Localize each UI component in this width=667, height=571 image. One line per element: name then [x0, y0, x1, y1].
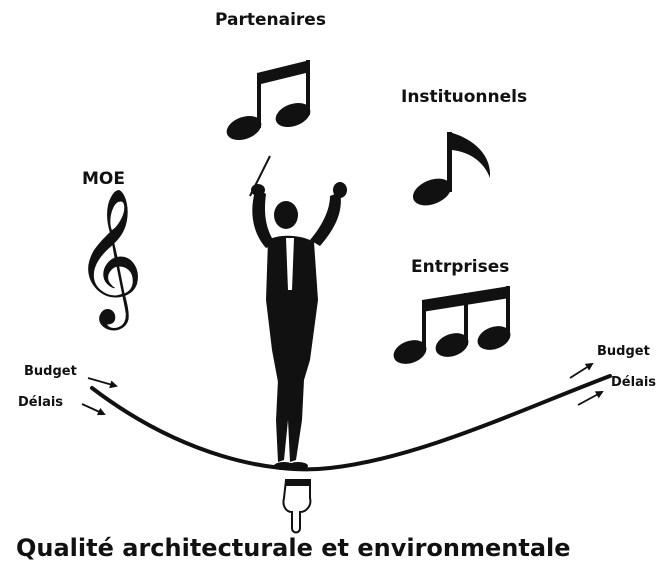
moe-label: MOE	[82, 169, 125, 189]
institutionnels-label: Instituonnels	[401, 87, 528, 107]
conductor-figure-icon	[249, 155, 347, 470]
partenaires-label: Partenaires	[215, 10, 326, 30]
budget-left-label: Budget	[24, 364, 77, 379]
pointing-hand-icon	[282, 479, 312, 534]
delais-right-arrow-icon	[577, 391, 604, 406]
delais-left-arrow-icon	[81, 403, 106, 416]
institutionnels-note-icon	[412, 132, 491, 206]
tightrope-line	[90, 374, 612, 472]
budget-right-label: Budget	[597, 344, 650, 359]
treble-clef-icon: 𝄞	[74, 186, 144, 324]
entreprises-notes-icon	[393, 286, 511, 364]
budget-left-arrow-icon	[87, 377, 118, 389]
page-title: Qualité architecturale et environmentale	[16, 534, 571, 562]
partenaires-notes-icon	[226, 60, 311, 141]
budget-right-arrow-icon	[569, 362, 594, 379]
entreprises-label: Entrprises	[411, 257, 510, 277]
delais-right-label: Délais	[611, 375, 657, 390]
delais-left-label: Délais	[18, 395, 64, 410]
